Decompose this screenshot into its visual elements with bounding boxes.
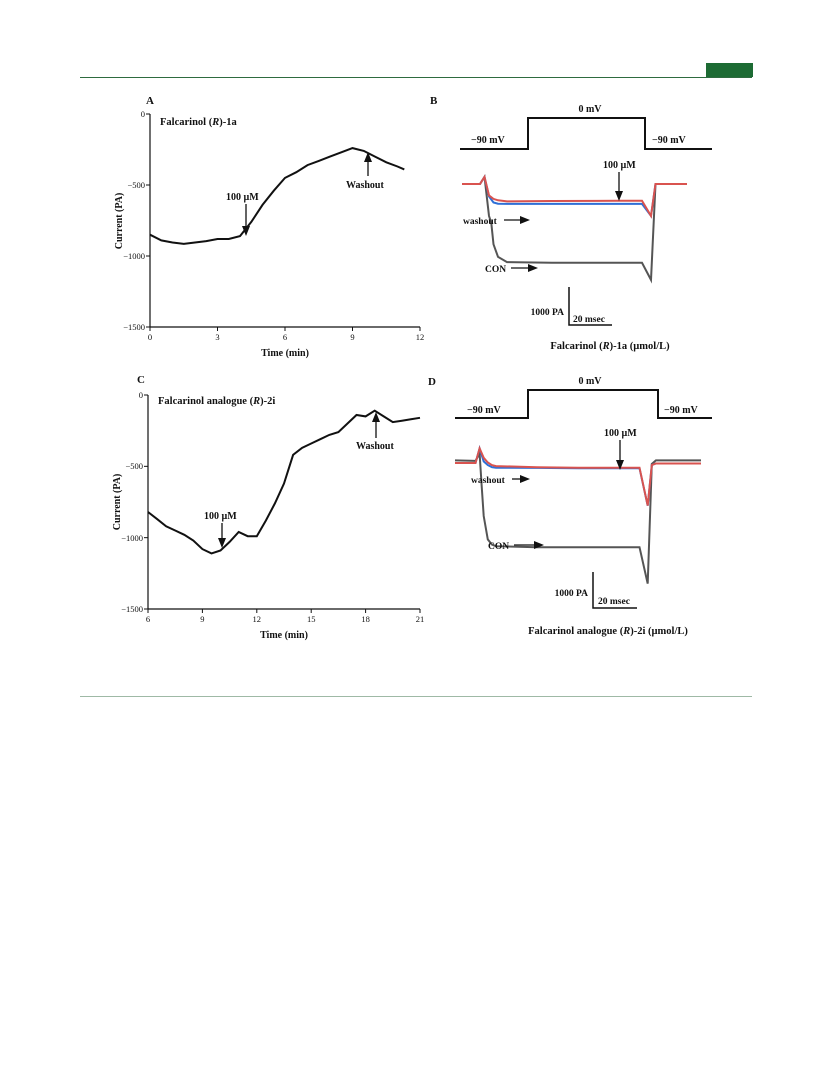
panel-a-xtick-label: 9 [350,332,354,342]
panel-a-title: Falcarinol (R)-1a [160,117,237,128]
panel-d-dose-annotation: 100 µM [604,428,637,439]
header-tab [706,63,753,77]
panel-b-hold-left: −90 mV [471,135,506,146]
panel-a-xtick-label: 12 [416,332,425,342]
panel-b-scale-bar [568,287,612,326]
panel-d-hold-left: −90 mV [467,405,502,416]
panel-b-voltage-protocol [460,117,712,150]
panel-c-x-label: Time (min) [260,630,308,641]
panel-d-control-trace [454,450,701,584]
panel-c-y-label: Current (PA) [112,474,123,531]
panel-c-series-line [147,409,421,555]
panel-d-step: 0 mV [578,376,602,387]
panel-d: D −90 mV 0 mV −90 mV 100 µM washout CON … [428,376,712,637]
panel-b-step: 0 mV [578,104,602,115]
panel-b-scale-current: 1000 PA [531,308,564,318]
header-rule [80,77,752,78]
panel-a-dose-annotation: 100 µM [226,192,259,203]
panel-b-caption: Falcarinol (R)-1a (µmol/L) [550,341,670,352]
panel-b: B −90 mV 0 mV −90 mV 100 µM washout CON … [430,95,712,352]
panel-a-ytick-label: −1500 [123,322,145,332]
panel-d-voltage-protocol [455,389,712,419]
panel-a-xtick-label: 3 [215,332,219,342]
panel-a-label: A [146,95,154,107]
panel-a-ytick-label: −500 [127,180,145,190]
panel-b-washout-label: washout [463,217,498,227]
panel-a-x-label: Time (min) [261,348,309,359]
panel-c-ticks [144,394,421,613]
panel-b-hold-right: −90 mV [652,135,687,146]
panel-d-caption: Falcarinol analogue (R)-2i (µmol/L) [528,626,688,637]
panel-a-dose-arrowhead [242,226,250,236]
figure-bottom-rule [80,696,752,697]
panel-a-ytick-label: 0 [141,109,145,119]
panel-c-xtick-label: 9 [200,614,204,624]
panel-d-drug-trace [455,445,701,506]
panel-b-label: B [430,95,438,107]
panel-d-label: D [428,376,436,388]
panel-a-washout-arrowhead [364,152,372,162]
panel-d-scale-time: 20 msec [598,597,630,607]
panel-c-ytick-label: −500 [125,461,143,471]
panel-a-xtick-label: 0 [148,332,152,342]
panel-c-title: Falcarinol analogue (R)-2i [158,396,275,407]
panel-c-xtick-label: 12 [253,614,262,624]
panel-c-washout-arrowhead [372,412,380,422]
panel-d-con-arrowhead [534,541,544,549]
panel-b-control-trace [462,173,687,284]
panel-c-ytick-label: −1000 [121,533,143,543]
panel-c-ytick-label: 0 [139,390,143,400]
panel-c-xtick-label: 21 [416,614,425,624]
panel-c-washout-annotation: Washout [356,441,394,452]
panel-d-scale-bar [592,572,637,609]
figure: A Falcarinol (R)-1a 0 −500 −1000 −1500 0… [112,95,712,641]
panel-c-label: C [137,374,145,386]
panel-c-xtick-label: 6 [146,614,150,624]
panel-a-xtick-label: 6 [283,332,287,342]
panel-a-ticks [146,113,421,331]
panel-c-dose-annotation: 100 µM [204,511,237,522]
panel-a-ytick-label: −1000 [123,251,145,261]
panel-a-washout-annotation: Washout [346,180,384,191]
panel-d-hold-right: −90 mV [664,405,699,416]
panel-b-washout-arrowhead [520,216,530,224]
panel-a: A Falcarinol (R)-1a 0 −500 −1000 −1500 0… [114,95,424,359]
panel-b-con-arrowhead [528,264,538,272]
panel-c-xtick-label: 18 [361,614,370,624]
panel-d-con-label: CON [488,542,509,552]
panel-c: C Falcarinol analogue (R)-2i 0 −500 −100… [112,374,424,641]
panel-d-washout-arrowhead [520,475,530,483]
panel-b-dose-annotation: 100 µM [603,160,636,171]
panel-b-drug-trace [462,174,687,219]
panel-b-scale-time: 20 msec [573,315,605,325]
panel-c-ytick-label: −1500 [121,604,143,614]
panel-c-dose-arrowhead [218,538,226,548]
panel-d-dose-arrowhead [616,460,624,470]
panel-b-con-label: CON [485,265,506,275]
panel-d-scale-current: 1000 PA [555,589,588,599]
panel-a-series-line [149,147,405,245]
panel-c-xtick-label: 15 [307,614,316,624]
panel-b-dose-arrowhead [615,191,623,201]
panel-d-washout-label: washout [471,476,506,486]
panel-a-y-label: Current (PA) [114,193,125,250]
